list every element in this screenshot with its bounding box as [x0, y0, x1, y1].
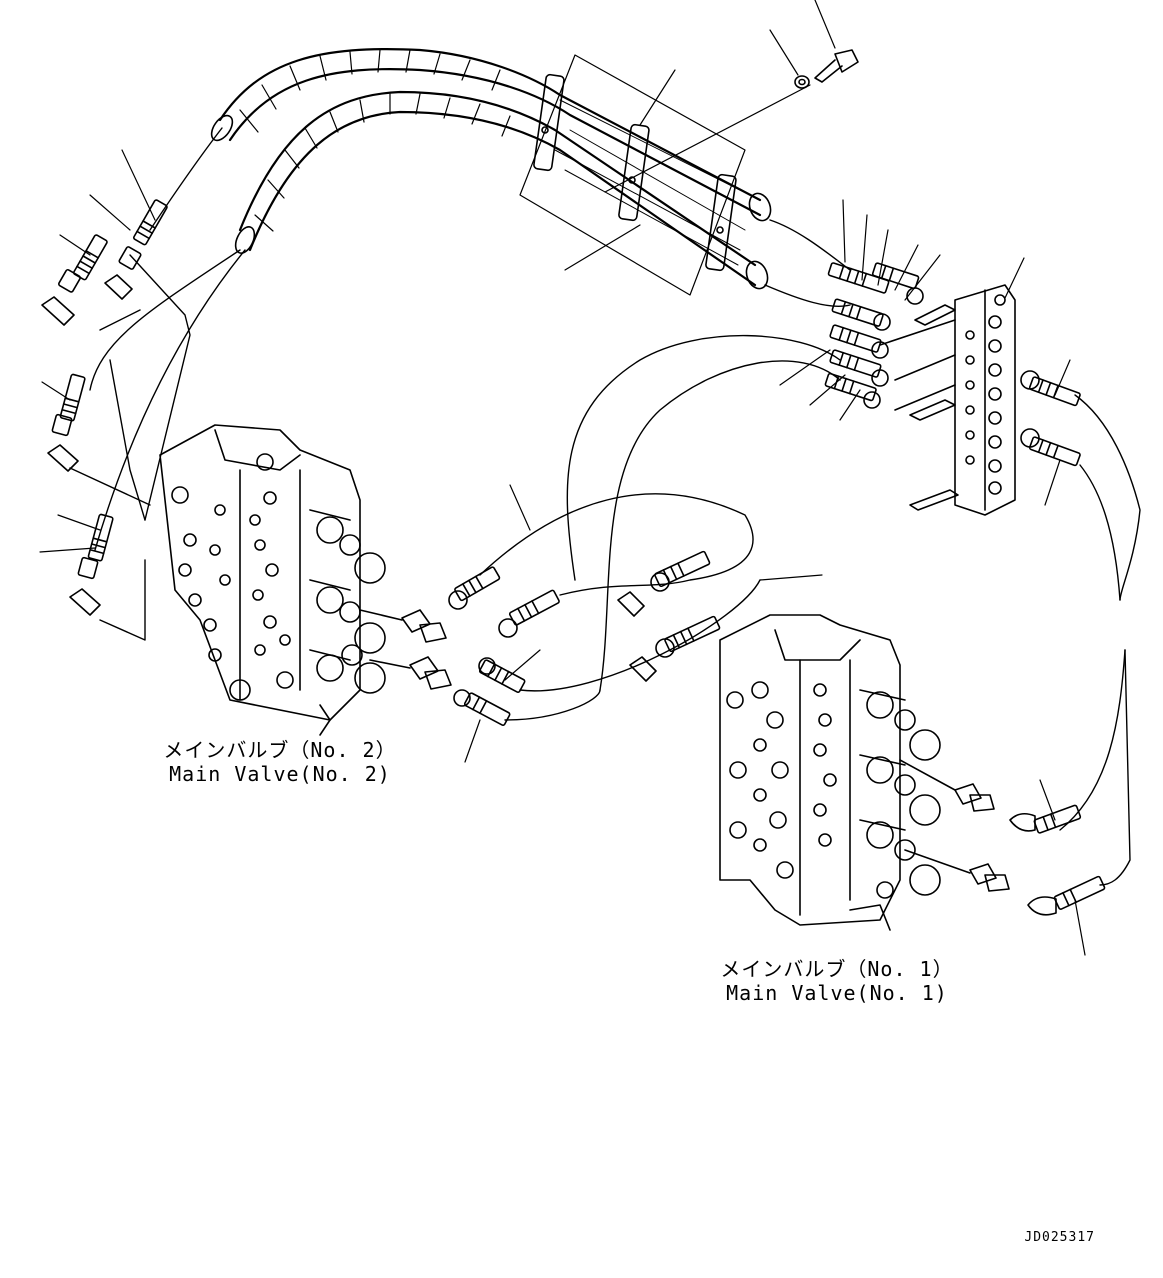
leader-lines	[39, 0, 1086, 956]
main-valve-no2-label-en: Main Valve(No. 2)	[169, 762, 391, 786]
spiral-guard-hose-bundle	[210, 48, 772, 290]
pilot-manifold-block	[879, 284, 1016, 516]
main-valve-no1-label: メインバルブ（No. 1） Main Valve(No. 1)	[712, 957, 962, 1005]
main-valve-no2-label: メインバルブ（No. 2） Main Valve(No. 2)	[155, 738, 405, 786]
main-valve-no1-label-jp: メインバルブ（No. 1）	[720, 957, 954, 981]
main-valve-no1	[719, 614, 941, 931]
hose-fittings-center	[448, 550, 1106, 916]
elbow-and-tee-fittings	[359, 591, 1010, 892]
drawing-code: JD025317	[1024, 1230, 1095, 1245]
hose-lines	[69, 127, 1141, 886]
main-valve-no1-label-en: Main Valve(No. 1)	[726, 981, 948, 1005]
main-valve-no2-label-jp: メインバルブ（No. 2）	[163, 738, 397, 762]
hose-fittings-left	[41, 199, 168, 616]
hose-fittings-right	[824, 262, 1081, 467]
clamp-plate	[519, 54, 746, 296]
bolt-with-washer	[794, 49, 859, 89]
main-valve-no2	[159, 424, 386, 736]
